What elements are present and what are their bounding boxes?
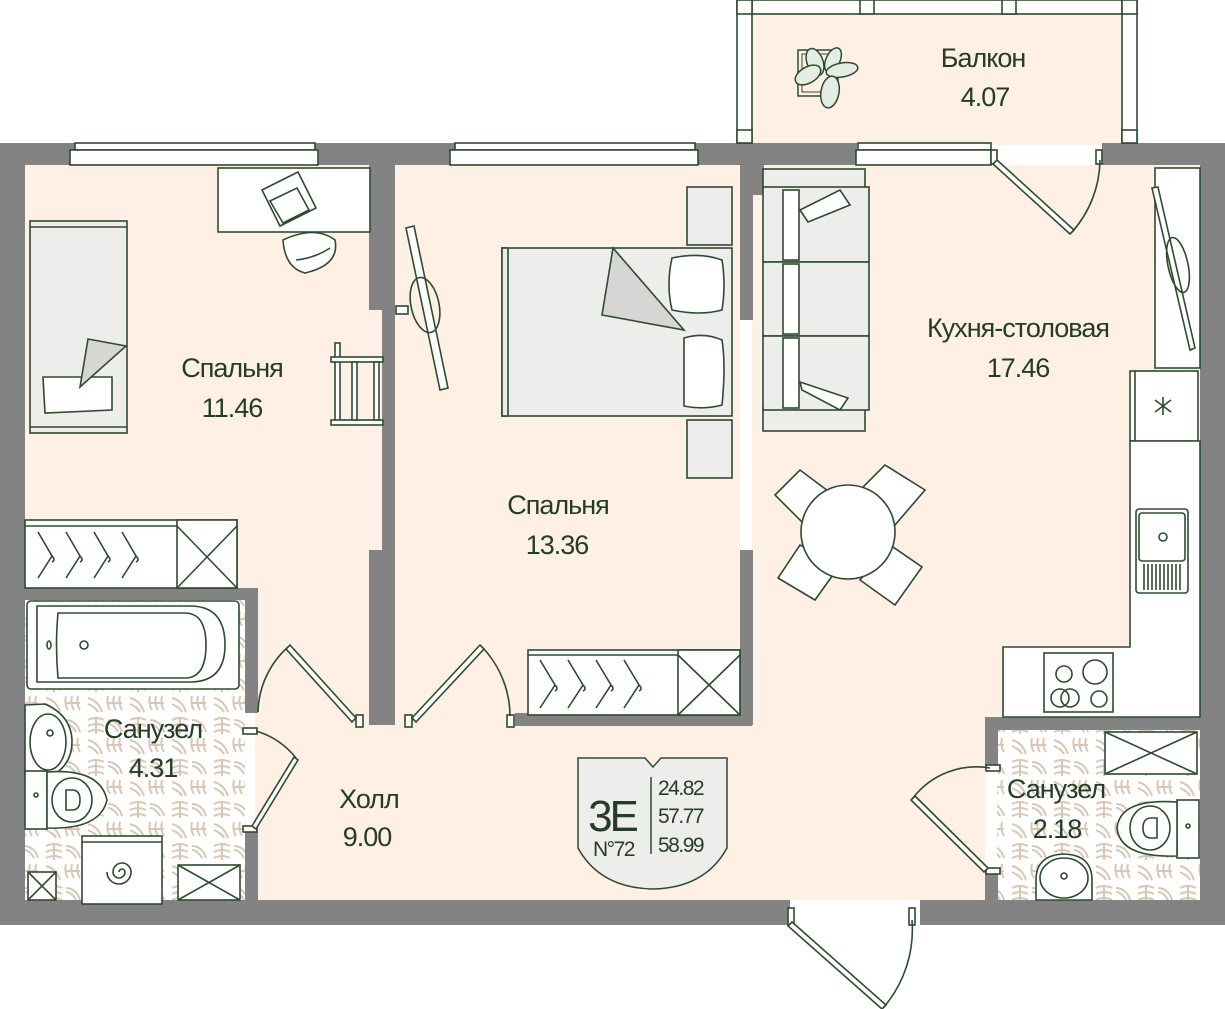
window-icon: [69, 142, 319, 166]
room-label-bedroom-1: Спальня 11.46: [181, 353, 284, 423]
room-label-bedroom-2: Спальня 13.36: [507, 490, 610, 560]
room-label-balcony: Балкон 4.07: [941, 43, 1027, 112]
wall: [985, 717, 998, 767]
door-icon: [990, 149, 1103, 236]
nightstand-icon: [686, 419, 733, 479]
room-name: Санузел: [1007, 774, 1105, 804]
wall: [515, 713, 752, 726]
pillow-icon: [798, 380, 850, 412]
wall: [740, 165, 753, 320]
room-name: Балкон: [941, 43, 1026, 73]
walls: [0, 143, 1225, 925]
dining-table-icon: [773, 463, 927, 607]
hall-floor-left: [255, 590, 385, 725]
pillow-icon: [42, 376, 113, 414]
room-label-bathroom-1: Санузел 4.31: [104, 714, 203, 783]
toilet-icon: [24, 770, 108, 830]
room-area: 9.00: [343, 822, 392, 852]
shaft-icon: [1104, 731, 1198, 775]
drying-rack-icon: [330, 342, 384, 426]
stove-icon: [1043, 652, 1114, 713]
apartment-number: N°72: [593, 838, 635, 861]
room-area: 17.46: [987, 353, 1050, 383]
pillow-icon: [668, 254, 725, 314]
room-area: 11.46: [202, 393, 263, 423]
door-icon: [404, 643, 515, 728]
room-area: 2.18: [1033, 814, 1082, 844]
room-label-hall: Холл 9.00: [339, 784, 400, 852]
window-icon: [855, 142, 992, 166]
wall: [369, 165, 382, 310]
wall: [315, 143, 455, 165]
fridge-icon: [1129, 370, 1199, 442]
hanger-icon: [539, 659, 642, 709]
total-area-with-balcony: 58.99: [658, 834, 704, 857]
room-name: Санузел: [104, 714, 202, 744]
room-name: Кухня-столовая: [927, 313, 1109, 343]
wall: [740, 550, 753, 725]
bathtub-icon: [26, 600, 240, 690]
apartment-badge: 3E N°72 24.82 57.77 58.99: [577, 757, 728, 890]
hall-floor-right: [752, 700, 985, 730]
room-area: 4.07: [961, 82, 1010, 112]
room-name: Спальня: [507, 490, 609, 520]
room-area: 4.31: [129, 753, 178, 783]
wall: [25, 588, 258, 600]
wall: [1200, 143, 1225, 908]
door-icon: [242, 727, 300, 833]
nightstand-icon: [686, 186, 733, 246]
washbasin-icon: [1035, 853, 1093, 901]
shaft-icon: [177, 864, 241, 901]
wall: [920, 900, 1225, 925]
wall: [985, 870, 998, 900]
pillow-icon: [798, 188, 852, 223]
plant-icon: [794, 47, 859, 109]
wardrobe-icon: [24, 519, 238, 589]
wall: [382, 165, 395, 725]
balcony-railing: [736, 0, 1138, 144]
wall: [245, 830, 258, 900]
entrance-door-icon: [786, 907, 916, 1009]
wall: [1102, 143, 1225, 165]
bed-icon: [29, 220, 128, 434]
total-area: 57.77: [658, 805, 704, 828]
wall: [740, 165, 764, 195]
toilet-icon: [1116, 799, 1200, 859]
tv-icon: [1151, 167, 1201, 369]
door-icon: [257, 643, 364, 728]
pillow-icon: [683, 334, 725, 409]
door-icon: [909, 764, 1001, 875]
hanger-icon: [37, 531, 139, 579]
double-bed-icon: [501, 246, 733, 417]
laptop-icon: [260, 170, 318, 228]
room-label-bathroom-2: Санузел 2.18: [1007, 774, 1106, 844]
wall: [245, 588, 258, 713]
wall: [0, 143, 25, 908]
living-area: 24.82: [658, 777, 704, 800]
room-name: Спальня: [181, 353, 283, 383]
wall: [369, 550, 382, 725]
wall: [695, 143, 857, 165]
shaft-icon: [27, 871, 57, 901]
chair-icon: [282, 231, 337, 274]
chair-icon: [858, 543, 924, 607]
room-area: 13.36: [526, 530, 589, 560]
wardrobe-icon: [527, 649, 741, 716]
apartment-type: 3E: [588, 792, 637, 841]
room-label-kitchen: Кухня-столовая 17.46: [927, 313, 1110, 383]
wall: [985, 717, 1225, 730]
wall: [0, 143, 75, 165]
tv-icon: [395, 225, 449, 391]
room-name: Холл: [339, 784, 399, 814]
sink-icon: [1135, 508, 1189, 594]
washing-machine-icon: [81, 835, 163, 905]
window-icon: [449, 142, 699, 166]
sofa-icon: [762, 168, 870, 432]
